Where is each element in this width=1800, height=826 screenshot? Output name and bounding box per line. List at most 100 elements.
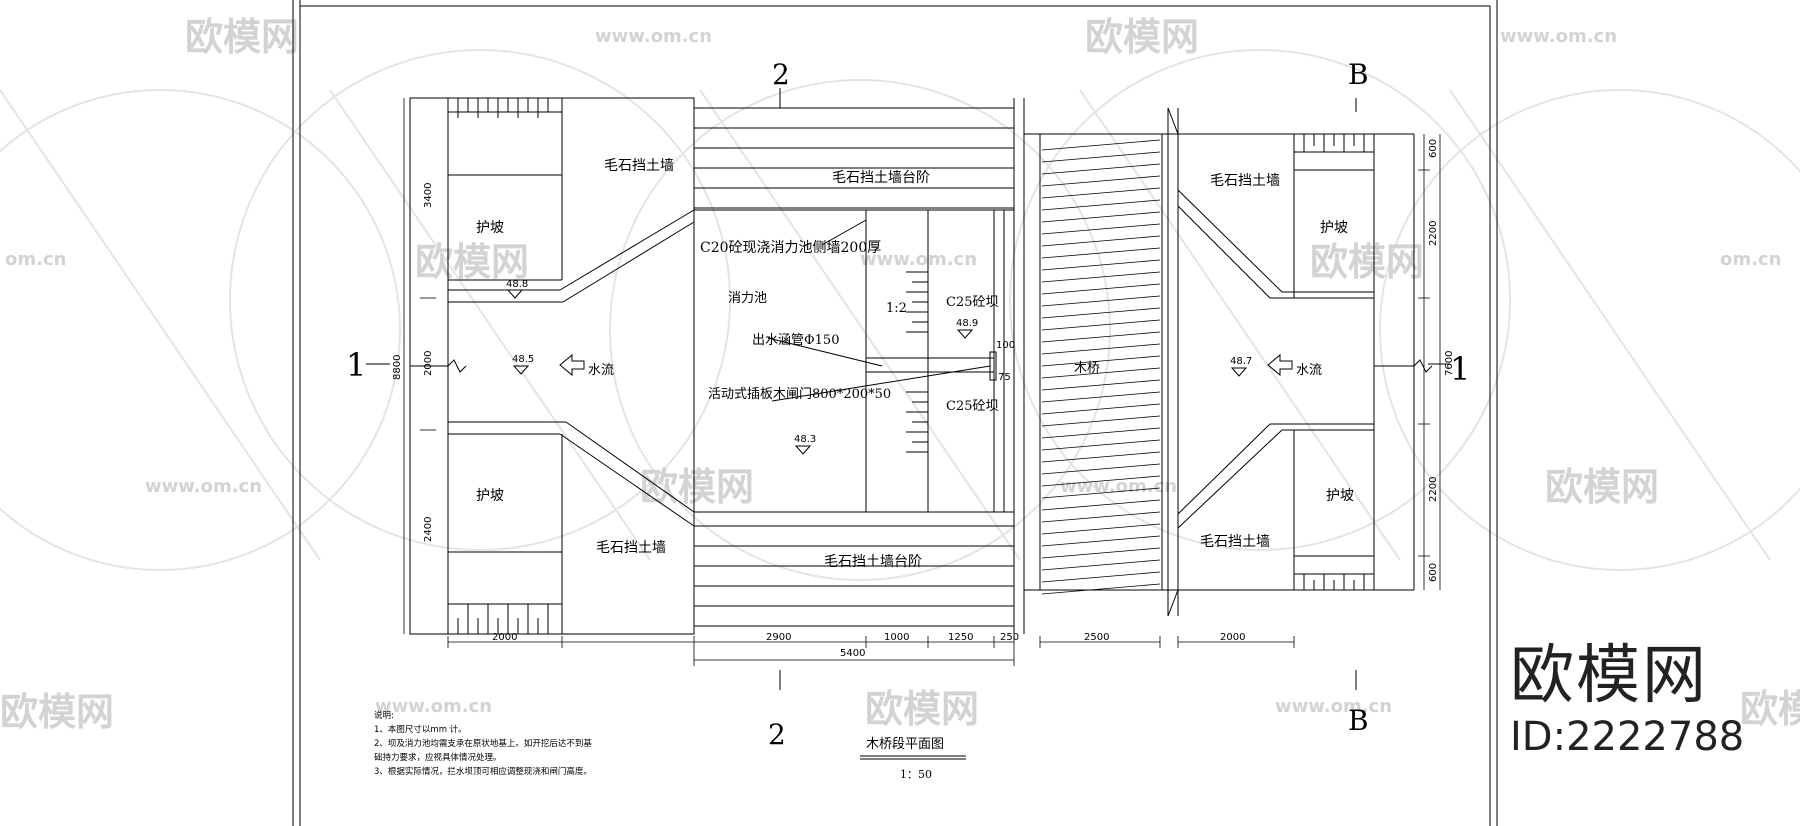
- bridge-plank-line: [1041, 367, 1161, 379]
- tick-marks: [457, 98, 549, 634]
- dam-upper-label: C25砼坝: [946, 295, 999, 310]
- watermark-brand: 欧模网: [1545, 465, 1659, 509]
- dimension-label: 2500: [1084, 632, 1109, 643]
- dimension-label: 1000: [884, 632, 909, 643]
- bridge-plank-line: [1041, 403, 1161, 415]
- section-b-top-mark: B: [1348, 58, 1369, 91]
- watermark-brand: 欧模网: [865, 687, 979, 731]
- bridge-plank-line: [1041, 439, 1161, 451]
- watermark-url: www.om.cn: [375, 696, 492, 717]
- bridge-hatch: [1041, 139, 1161, 595]
- upper-steps: [693, 107, 1015, 209]
- bridge-plank-line: [1041, 355, 1161, 367]
- note-line: 2、坝及消力池均需支承在原状地基上。如开挖后达不到基: [374, 738, 592, 749]
- watermark-brand: 欧模网: [640, 465, 754, 509]
- watermark-brand-name: 欧模网: [1510, 639, 1708, 713]
- elevation-labels: 48.8 48.5 48.9 48.3 48.7: [506, 279, 1252, 445]
- watermark-brand: 欧模网: [1310, 240, 1424, 284]
- elevation-label: 48.5: [512, 354, 534, 365]
- riprap-steps-lower-label: 毛石挡土墙台阶: [824, 554, 922, 570]
- drawing-scale-text: 1：50: [900, 768, 932, 781]
- right-tick-marks: [1294, 134, 1374, 590]
- dimension-label: 2400: [423, 517, 434, 542]
- flow-left-label: 水流: [588, 363, 614, 378]
- watermark-brand: 欧模网: [1085, 15, 1199, 59]
- dimension-label: 3400: [423, 183, 434, 208]
- watermark-brand: 欧模网: [0, 690, 114, 734]
- elevation-label: 48.8: [506, 279, 528, 290]
- bridge-plank-line: [1041, 427, 1161, 439]
- stilling-pool: [694, 98, 1025, 634]
- stilling-pool-label: 消力池: [728, 291, 767, 306]
- dimension-label: 7600: [1444, 351, 1455, 376]
- bridge-plank-line: [1041, 415, 1161, 427]
- bridge-plank-line: [1041, 571, 1161, 583]
- bridge-plank-line: [1041, 475, 1161, 487]
- bridge-plank-line: [1041, 211, 1161, 223]
- bridge-plank-line: [1041, 379, 1161, 391]
- dimension-label: 600: [1428, 139, 1439, 158]
- bridge-plank-line: [1041, 511, 1161, 523]
- watermark-brand: 欧模网: [415, 240, 529, 284]
- bridge-plank-line: [1041, 271, 1161, 283]
- dimension-label: 1250: [948, 632, 973, 643]
- watermark-id: ID:2222788: [1510, 714, 1745, 760]
- dimension-label: 2900: [766, 632, 791, 643]
- bridge-plank-line: [1041, 187, 1161, 199]
- bridge-plank-line: [1041, 547, 1161, 559]
- note-line: 1、本图尺寸以mm 计。: [374, 724, 467, 735]
- bridge-plank-line: [1041, 235, 1161, 247]
- dimension-label: 250: [1000, 632, 1019, 643]
- watermark-url: www.om.cn: [1275, 696, 1392, 717]
- dam-lower-label: C25砼坝: [946, 399, 999, 414]
- bridge-plank-line: [1041, 283, 1161, 295]
- watermark-brand: 欧模网: [185, 15, 299, 59]
- bridge-plank-line: [1041, 343, 1161, 355]
- bridge-plank-line: [1041, 175, 1161, 187]
- notes-heading: 说明:: [374, 710, 394, 721]
- dimension-label: 2200: [1428, 477, 1439, 502]
- watermark-url: www.om.cn: [145, 476, 262, 497]
- riprap-wall-lower-right-label: 毛石挡土墙: [1200, 534, 1270, 550]
- watermark-url: om.cn: [1720, 249, 1781, 270]
- watermark-brand-block: 欧模网 ID:2222788: [1510, 640, 1790, 762]
- slope-lower-left-label: 护坡: [476, 488, 504, 504]
- bridge-plank-line: [1041, 139, 1161, 151]
- right-structure: [1167, 107, 1415, 617]
- watermark-url: www.om.cn: [595, 26, 712, 47]
- bridge-plank-line: [1041, 463, 1161, 475]
- bridge-plank-line: [1041, 523, 1161, 535]
- bridge-plank-line: [1041, 535, 1161, 547]
- watermark-url: www.om.cn: [1500, 26, 1617, 47]
- section-b-bottom-mark: B: [1348, 704, 1369, 737]
- dimension-label: 2000: [423, 351, 434, 376]
- notes: 说明: 1、本图尺寸以mm 计。 2、坝及消力池均需支承在原状地基上。如开挖后达…: [374, 710, 592, 777]
- note-line: 础持力要求，应视具体情况处理。: [374, 752, 502, 763]
- bridge-plank-line: [1041, 307, 1161, 319]
- bridge-plank-line: [1041, 391, 1161, 403]
- dimension-label: 8800: [392, 355, 403, 380]
- bridge-plank-line: [1041, 199, 1161, 211]
- drawing-title: 木桥段平面图 1：50: [860, 737, 966, 781]
- bridge-plank-line: [1041, 295, 1161, 307]
- elevation-label: 48.9: [956, 318, 978, 329]
- bridge-plank-line: [1041, 319, 1161, 331]
- flow-arrow-right: [1267, 353, 1293, 377]
- riprap-wall-upper-right-label: 毛石挡土墙: [1210, 173, 1280, 189]
- section-1-right-mark: 1: [1450, 350, 1470, 388]
- bridge-plank-line: [1041, 163, 1161, 175]
- section-marks: 2 2 B B 1 1: [346, 58, 1470, 751]
- bridge-plank-line: [1041, 331, 1161, 343]
- bridge-plank-line: [1041, 487, 1161, 499]
- slope-ratio-label: 1:2: [886, 301, 907, 316]
- flow-arrow-left: [559, 353, 585, 377]
- riprap-wall-upper-left-label: 毛石挡土墙: [604, 158, 674, 174]
- slope-lower-right-label: 护坡: [1326, 488, 1354, 504]
- sheet-frame: [292, 0, 1498, 826]
- riprap-wall-lower-left-label: 毛石挡土墙: [596, 540, 666, 556]
- dimension-label: 600: [1428, 563, 1439, 582]
- watermark-url: www.om.cn: [1060, 476, 1177, 497]
- dimension-label: 100: [996, 340, 1015, 351]
- elevation-label: 48.7: [1230, 356, 1252, 367]
